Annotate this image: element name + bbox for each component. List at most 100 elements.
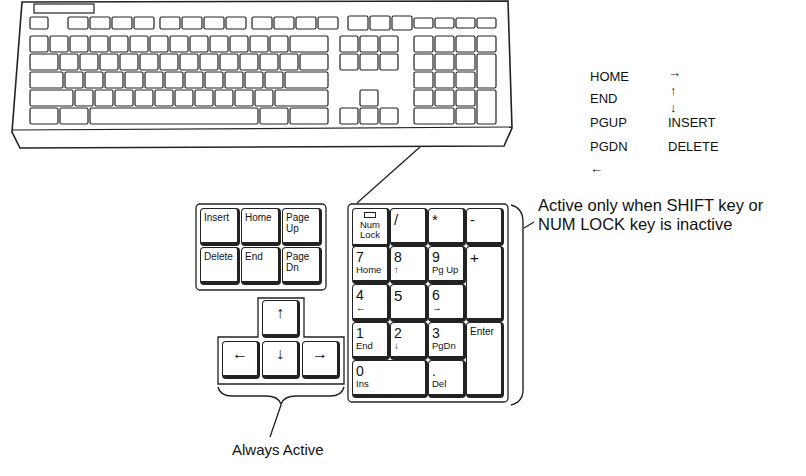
key-label: 6 [432, 288, 460, 303]
label-window [34, 4, 94, 13]
annotation-text: Active only when SHIFT key or NUM LOCK k… [538, 196, 788, 234]
small-key [145, 72, 163, 88]
keycap: 3PgDn [428, 322, 466, 360]
keycap: - [466, 208, 504, 246]
keyboard-front-edge [12, 127, 512, 130]
small-key [120, 54, 138, 70]
small-key [80, 54, 98, 70]
key-label: Ins [356, 379, 422, 389]
key-label: Delete [204, 251, 234, 262]
small-key [60, 54, 78, 70]
key-label: ← [356, 303, 384, 313]
key-label: 8 [394, 250, 422, 265]
leader-line [524, 222, 534, 228]
key-label: 0 [356, 364, 422, 379]
small-key [68, 17, 88, 29]
annotation-text: END [590, 92, 617, 107]
key-label: 5 [394, 288, 422, 305]
key-label: / [394, 212, 422, 229]
small-key [360, 90, 378, 106]
small-key [245, 72, 263, 88]
small-key [30, 36, 48, 52]
small-key [160, 17, 180, 29]
small-key [280, 54, 298, 70]
annotation-text: HOME [590, 70, 629, 85]
small-key [477, 54, 496, 88]
keycap: 2↓ [390, 322, 428, 360]
small-key [85, 72, 103, 88]
small-key [380, 54, 398, 70]
small-key [456, 72, 475, 88]
small-key [414, 36, 433, 52]
key-label: 2 [394, 326, 422, 341]
small-key [360, 54, 378, 70]
key-label: Page Dn [286, 251, 316, 273]
keycap: Page Up [282, 208, 322, 246]
small-key [210, 36, 228, 52]
small-key [340, 108, 358, 124]
small-key [175, 90, 193, 106]
key-label: Num Lock [356, 220, 384, 241]
small-key [65, 72, 83, 88]
small-key [226, 17, 246, 29]
small-key [180, 54, 198, 70]
small-key [435, 90, 454, 106]
small-key [252, 17, 272, 29]
key-cluster-base [218, 298, 344, 384]
annotation-text: PGUP [590, 116, 627, 131]
small-key [360, 108, 378, 124]
small-key [220, 54, 238, 70]
keycap: Page Dn [282, 247, 322, 285]
key-cluster-base [196, 204, 326, 290]
keycap: → [302, 341, 340, 379]
key-label: PgDn [432, 341, 460, 351]
annotation-text: DELETE [668, 140, 719, 155]
small-key [135, 90, 153, 106]
small-key [456, 18, 475, 28]
keycap: Num Lock [352, 208, 390, 248]
small-key [380, 36, 398, 52]
small-key [435, 18, 454, 28]
keycap: 5 [390, 284, 428, 322]
key-label: ← [226, 345, 254, 363]
key-label: 4 [356, 288, 384, 303]
key-label: Pg Up [432, 265, 460, 275]
keycap: 4← [352, 284, 390, 322]
small-key [30, 54, 58, 70]
key-label: Home [245, 212, 275, 223]
small-key [30, 108, 58, 124]
small-key [435, 54, 454, 70]
bracket [218, 387, 344, 404]
key-label: * [432, 212, 460, 229]
small-key [115, 90, 133, 106]
small-key [90, 17, 110, 29]
small-key [240, 54, 258, 70]
small-key [456, 54, 475, 70]
key-label: Home [356, 265, 384, 275]
small-key [195, 90, 213, 106]
small-key [477, 90, 496, 124]
small-key [456, 90, 475, 106]
small-key [205, 72, 223, 88]
keycap: 7Home [352, 246, 390, 284]
small-key [414, 54, 433, 70]
key-label: . [432, 364, 460, 379]
small-key [105, 72, 123, 88]
small-key [165, 72, 183, 88]
small-key [100, 54, 118, 70]
small-key [348, 16, 368, 30]
small-key [70, 36, 88, 52]
small-key [435, 72, 454, 88]
keycap: + [466, 246, 504, 322]
key-label: 3 [432, 326, 460, 341]
small-key [380, 108, 398, 124]
key-label: ↓ [394, 341, 422, 351]
small-key [95, 90, 113, 106]
key-label: 7 [356, 250, 384, 265]
small-key [435, 36, 454, 52]
keycap: / [390, 208, 428, 246]
key-label: ↓ [266, 345, 294, 363]
keycap: Insert [200, 208, 240, 246]
small-key [255, 90, 273, 106]
small-key [370, 16, 390, 30]
